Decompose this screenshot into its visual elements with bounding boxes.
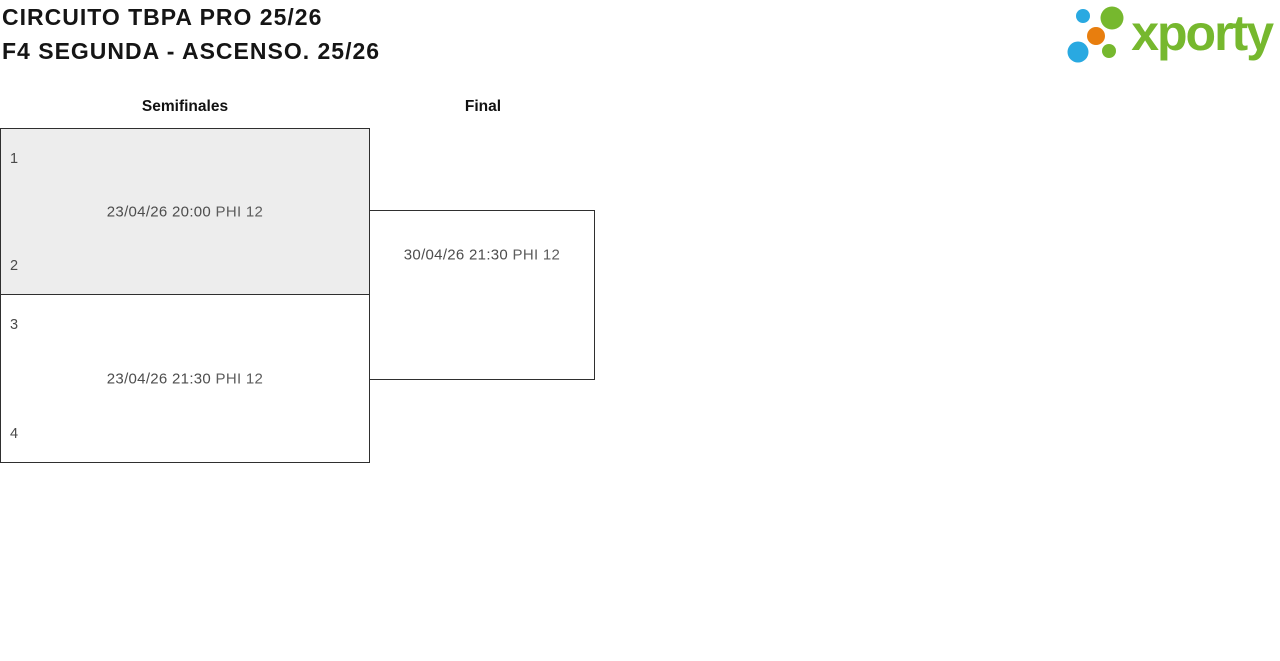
match-datetime: 23/04/26 21:30 <box>106 370 212 387</box>
match-schedule: 30/04/26 21:30 PHI 12 <box>370 247 594 264</box>
match-datetime: 23/04/26 20:00 <box>106 203 212 220</box>
xporty-logo[interactable]: xporty <box>1066 2 1274 68</box>
xporty-logo-text: xporty <box>1131 5 1274 61</box>
match-slot-number-bottom: 4 <box>10 426 19 442</box>
tournament-title: CIRCUITO TBPA PRO 25/26 F4 SEGUNDA - ASC… <box>2 1 380 68</box>
match-slot-number-top: 1 <box>10 151 19 167</box>
match-court: PHI 12 <box>215 203 264 220</box>
round-header-semifinales: Semifinales <box>141 98 229 115</box>
match-slot-number-top: 3 <box>10 317 19 333</box>
match-court: PHI 12 <box>512 246 561 264</box>
tournament-title-line2: F4 SEGUNDA - ASCENSO. 25/26 <box>2 37 381 64</box>
match-final[interactable]: 30/04/26 21:30 PHI 12 <box>369 210 595 380</box>
match-schedule: 23/04/26 20:00 PHI 12 <box>1 203 369 220</box>
match-semifinal-1[interactable]: 1 23/04/26 20:00 PHI 12 2 <box>0 128 370 295</box>
match-court: PHI 12 <box>215 370 264 387</box>
match-schedule: 23/04/26 21:30 PHI 12 <box>1 370 369 387</box>
match-datetime: 30/04/26 21:30 <box>403 246 509 264</box>
match-semifinal-2[interactable]: 3 23/04/26 21:30 PHI 12 4 <box>0 294 370 463</box>
tournament-title-line1: CIRCUITO TBPA PRO 25/26 <box>2 4 323 30</box>
xporty-logo-dots-icon <box>1066 2 1128 68</box>
match-slot-number-bottom: 2 <box>10 258 19 274</box>
round-header-final: Final <box>464 98 502 115</box>
